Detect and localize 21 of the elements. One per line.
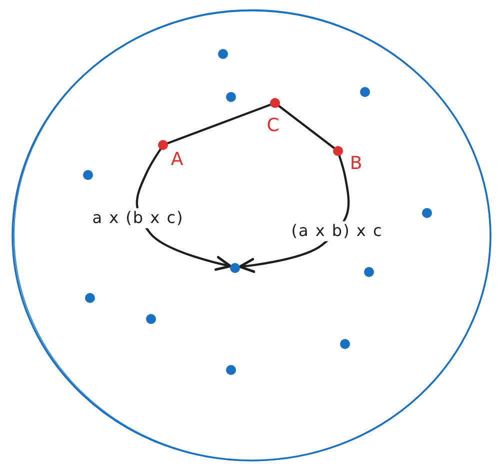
point-label: C [266,117,280,135]
connector-line [166,104,272,144]
point-dot [360,87,370,97]
point-label: B [350,155,362,173]
point-dot [158,140,168,150]
point-dot [146,314,156,324]
point-dot [85,293,95,303]
point-dot [226,92,236,102]
arrow [136,148,232,271]
point-dot [218,49,228,59]
point-dot [333,146,343,156]
point-dot [83,170,93,180]
point-dot [422,208,432,218]
point-label: A [170,151,184,169]
point-dot [230,263,240,273]
connector-line [278,104,336,150]
point-dot [364,267,374,277]
point-dot [340,339,350,349]
boundary-circle [11,9,492,462]
point-dot [226,365,236,375]
point-dot [270,98,280,108]
